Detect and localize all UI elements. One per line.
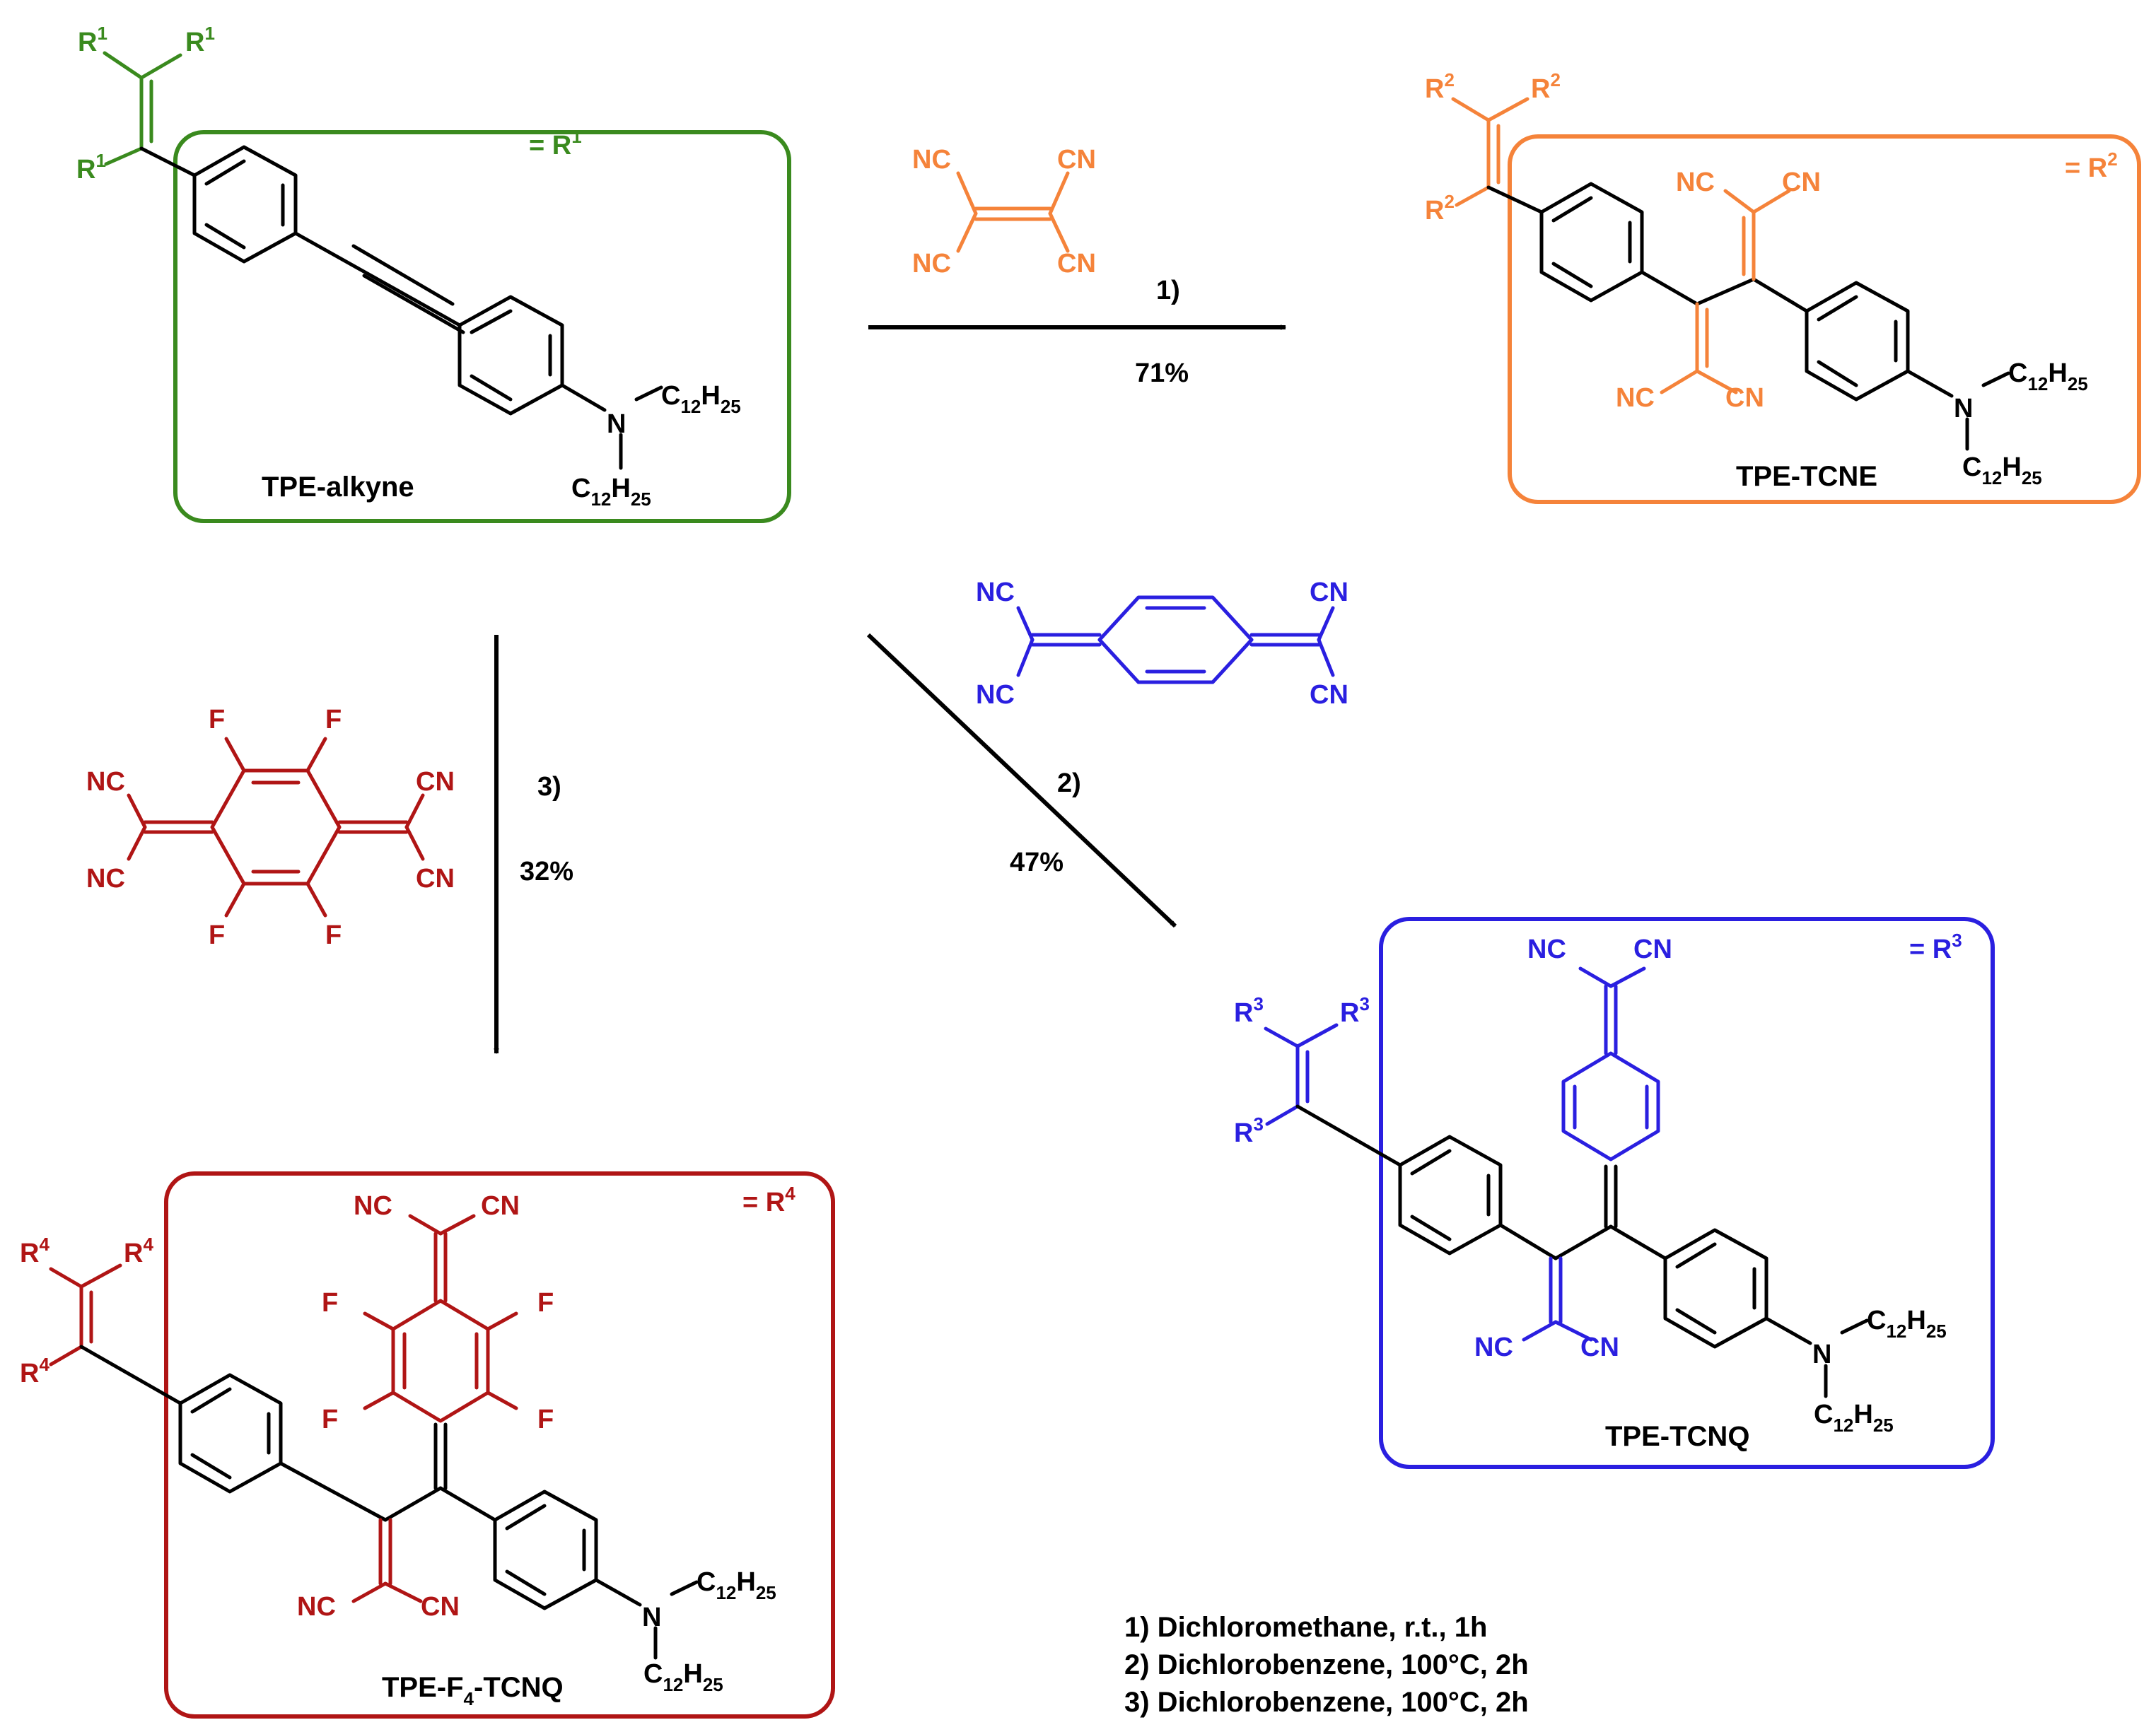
r1-label: R1 [78,23,107,57]
alkyl-chain-label: C12H25 [661,381,741,417]
reaction-arrow-2 [866,633,1177,928]
nitrile-label: NC [1474,1333,1513,1362]
step-3-label: 3) [537,772,561,802]
step-2-label: 2) [1057,768,1081,798]
r4-label: R4 [20,1354,49,1388]
fluorine-label: F [322,1405,338,1434]
fluorine-label: F [537,1288,554,1318]
alkyl-chain-label: C12H25 [697,1567,776,1603]
nitrile-label: NC [912,249,951,279]
tpe-tcne-structure: R2 R2 R2 = R2 NC CN NC CN N C12H25 C12H2… [1425,69,2141,504]
alkyl-chain-label: C12H25 [2008,358,2088,394]
fluorine-label: F [537,1405,554,1434]
nitrile-label: CN [1633,935,1672,964]
tcne-reagent: NC CN NC CN [912,145,1096,279]
nitrile-label: CN [1310,680,1348,710]
r2-label: R2 [1425,69,1455,104]
alkyne-labels-green: R1 R1 R1 = R1 [76,23,582,185]
nitrile-label: CN [416,864,455,894]
tpe-tcnq-structure: R3 R3 R3 = R3 NC CN NC CN N C12H25 C12H2… [1234,917,1995,1469]
step-1-yield: 71% [1135,358,1189,388]
nitrile-label: CN [1057,145,1096,175]
nitrile-label: CN [1580,1333,1619,1362]
condition-3: 3) Dichlorobenzene, 100°C, 2h [1124,1687,1529,1718]
r1-definition: = R1 [529,126,582,160]
nitrile-label: CN [1310,578,1348,607]
fluorine-label: F [325,705,342,735]
nitrile-label: NC [976,680,1015,710]
fluorine-label: F [325,920,342,950]
nitrile-label: NC [1676,168,1715,197]
fluorine-label: F [209,705,225,735]
condition-2: 2) Dichlorobenzene, 100°C, 2h [1124,1649,1529,1680]
r3-label: R3 [1234,993,1264,1028]
fluorine-label: F [209,920,225,950]
r4-frame [164,1171,835,1719]
nitrile-label: NC [912,145,951,175]
tpe-f4tcnq-structure: R4 R4 R4 = R4 NC CN F F F F NC CN N C12H… [20,1171,835,1719]
r3-definition: = R3 [1909,930,1962,964]
reaction-conditions: 1) Dichloromethane, r.t., 1h 2) Dichloro… [1124,1612,1529,1718]
step-3-yield: 32% [520,857,573,887]
nitrogen-label: N [642,1603,661,1632]
nitrogen-label: N [1954,394,1973,423]
nitrogen-label: N [1812,1340,1831,1369]
nitrile-label: NC [297,1592,336,1622]
nitrile-label: CN [416,767,455,797]
alkyl-chain-label: C12H25 [571,474,651,510]
nitrile-label: NC [976,578,1015,607]
tpe-tcnq-name: TPE-TCNQ [1605,1421,1749,1452]
step-2-yield: 47% [1010,848,1064,877]
r1-label: R1 [185,23,215,57]
nitrile-label: NC [1527,935,1566,964]
step-1-label: 1) [1156,276,1180,305]
alkyl-chain-label: C12H25 [1814,1400,1894,1436]
fluorine-label: F [322,1288,338,1318]
r2-label: R2 [1425,191,1455,226]
nitrile-label: CN [421,1592,460,1622]
r3-label: R3 [1340,993,1370,1028]
condition-1: 1) Dichloromethane, r.t., 1h [1124,1612,1487,1643]
alkyne-core-bonds [139,145,663,470]
nitrile-label: NC [1616,383,1655,413]
tpe-tcne-name: TPE-TCNE [1736,461,1877,492]
alkyl-chain-label: C12H25 [1962,452,2042,488]
tpe-f4tcnq-name: TPE-F4-TCNQ [382,1672,564,1709]
alkyne-alkene-bonds [103,51,182,166]
r2-definition: = R2 [2065,148,2118,183]
r1-label: R1 [76,150,106,185]
alkyl-chain-label: C12H25 [1867,1306,1947,1342]
nitrile-label: NC [86,864,125,894]
tpe-alkyne-name: TPE-alkyne [262,472,414,503]
nitrile-label: NC [354,1191,392,1221]
r3-label: R3 [1234,1113,1264,1148]
nitrile-label: CN [1057,249,1096,279]
r3-frame [1379,917,1995,1469]
r4-definition: = R4 [742,1183,796,1217]
tpe-alkyne-structure: R1 R1 R1 = R1 N C12H25 C12H25 TPE-alkyne [76,23,791,523]
alkyl-chain-label: C12H25 [643,1659,723,1695]
nitrile-label: CN [1782,168,1821,197]
nitrile-label: CN [1725,383,1764,413]
r1-frame [173,130,791,523]
nitrile-label: NC [86,767,125,797]
tcnq-reagent: NC CN NC CN [976,578,1348,710]
r4-label: R4 [124,1234,153,1268]
nitrile-label: CN [481,1191,520,1221]
r2-label: R2 [1531,69,1561,104]
r2-frame [1508,134,2141,504]
f4tcnq-reagent: F F F F NC CN NC CN [86,705,455,950]
r4-label: R4 [20,1234,49,1268]
nitrogen-label: N [607,409,626,439]
